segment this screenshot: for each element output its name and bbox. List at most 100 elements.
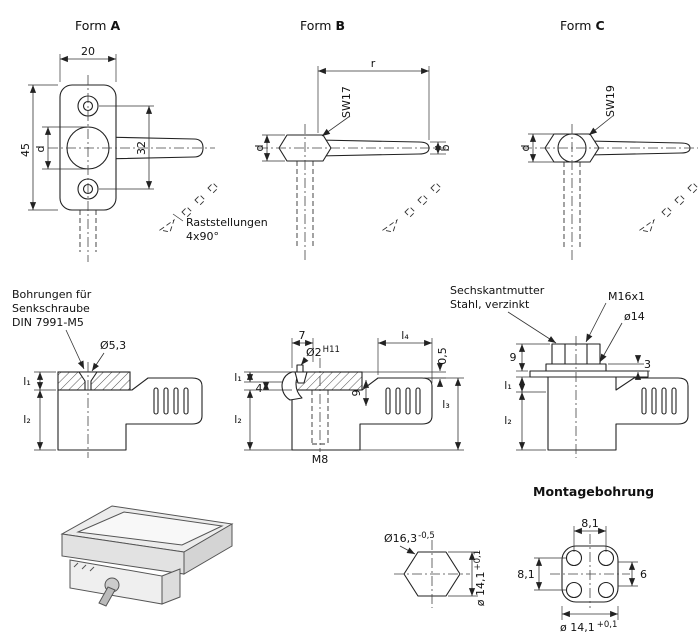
countersink-slot [294,371,308,384]
form-a-rast-note: Raststellungen 4x90° [172,213,268,243]
note-bohrungen-2: Senkschraube [12,302,90,315]
latch-lever [98,586,116,607]
svg-text:l₂: l₂ [234,413,241,426]
svg-text:r: r [371,57,376,70]
svg-text:Ø2H11: Ø2H11 [306,345,340,359]
form-b-dim-d: d [253,134,285,162]
svg-text:20: 20 [81,45,95,58]
form-c-dim-d: d [519,133,554,163]
svg-text:Raststellungen: Raststellungen [186,216,268,229]
svg-text:3: 3 [644,358,651,371]
dim-9: 9 [350,380,370,406]
grip-grooves [641,387,677,415]
svg-text:l₂: l₂ [504,414,511,427]
note-sechskantmutter-1: Sechskantmutter [450,284,545,297]
svg-text:l₄: l₄ [401,329,409,342]
label-dia-2: Ø2H11 [300,345,340,366]
section-view-hexnut: Sechskantmutter Stahl, verzinkt M16x1 ø1… [450,284,689,458]
dim-3: 3 [608,355,651,380]
latch-body-outline [291,377,433,451]
svg-text:ø14: ø14 [624,310,645,323]
svg-text:4x90°: 4x90° [186,230,219,243]
svg-text:Ø5,3: Ø5,3 [100,339,126,352]
note-leader [507,311,557,344]
svg-text:l₁: l₁ [504,379,511,392]
form-b-dim-r: r [317,57,430,140]
svg-text:d: d [34,146,47,153]
svg-text:M16x1: M16x1 [608,290,645,303]
svg-text:6: 6 [640,568,647,581]
svg-text:b: b [439,144,452,151]
label-dia-5-3: Ø5,3 [91,339,126,372]
note-leader [65,329,85,370]
form-b-detents [382,182,442,233]
svg-text:l₂: l₂ [23,413,30,426]
latch-body-outline [547,376,689,451]
form-b-sw-label: SW17 [321,86,353,137]
grip-grooves [153,387,189,415]
svg-text:M8: M8 [312,453,329,466]
svg-text:8,1: 8,1 [517,568,535,581]
mounting-hole-view: Montagebohrung 8,1 8,1 6 ø 14,1+0,1 [517,484,654,634]
svg-text:Ø16,3-0,5: Ø16,3-0,5 [384,531,435,545]
label-dia-16-3: Ø16,3-0,5 [384,531,435,555]
svg-text:7: 7 [299,329,306,342]
svg-text:9: 9 [510,351,517,364]
svg-text:8,1: 8,1 [581,517,599,530]
dim-bottom-dia-14-1: ø 14,1+0,1 [560,606,619,634]
note-bohrungen-1: Bohrungen für [12,288,92,301]
iso-drawer-illustration [60,505,234,607]
note-sechskantmutter-2: Stahl, verzinkt [450,298,530,311]
svg-text:l₁: l₁ [234,371,241,384]
form-a-dim-height: 45 [19,84,58,211]
dim-dia-14-1: ø 14,1+0,1 [448,550,487,606]
label-m8: M8 [312,453,329,466]
svg-text:l₁: l₁ [23,375,30,388]
dim-left-8-1: 8,1 [517,557,566,591]
dim-l4: l₄ [377,329,433,383]
note-bohrungen-3: DIN 7991-M5 [12,316,84,329]
section-view-cam: 7 Ø2H11 l₄ 0,5 9 l₁ 4 [234,329,464,466]
dim-l1: l₁ [23,371,56,391]
dim-l2: l₂ [504,392,546,451]
form-a-dim-d: d [34,126,86,170]
index-pin [296,364,304,373]
svg-text:9: 9 [350,390,363,397]
label-dia-14: ø14 [599,310,645,363]
dim-l2: l₂ [234,389,292,451]
grip-grooves [385,387,421,415]
dim-top-8-1: 8,1 [573,517,607,552]
corner-relief-hole [597,581,615,599]
svg-text:l₃: l₃ [442,398,449,411]
form-c-sw-label: SW19 [588,85,617,136]
svg-text:32: 32 [135,141,148,155]
dim-l2: l₂ [23,390,56,451]
svg-text:0,5: 0,5 [436,347,449,365]
svg-text:ø 14,1+0,1: ø 14,1+0,1 [560,620,617,634]
dim-right-6: 6 [618,561,647,587]
dim-4: 4 [256,382,270,395]
dim-7: 7 [291,329,314,368]
svg-text:45: 45 [19,143,32,157]
section-view-countersunk: Bohrungen für Senkschraube DIN 7991-M5 Ø… [12,288,203,458]
svg-text:SW17: SW17 [340,86,353,118]
mounting-title: Montagebohrung [533,484,654,499]
label-m16: M16x1 [585,290,645,343]
mounting-panel [529,370,649,378]
form-c-detents [639,182,699,233]
svg-text:d: d [253,145,266,152]
corner-relief-hole [565,581,583,599]
svg-text:d: d [519,145,532,152]
dim-l3: l₃ [360,377,464,451]
hex-hole-detail: Ø16,3-0,5 ø 14,1+0,1 [384,531,487,608]
svg-text:4: 4 [256,382,263,395]
form-a-dim-width: 20 [59,45,117,82]
